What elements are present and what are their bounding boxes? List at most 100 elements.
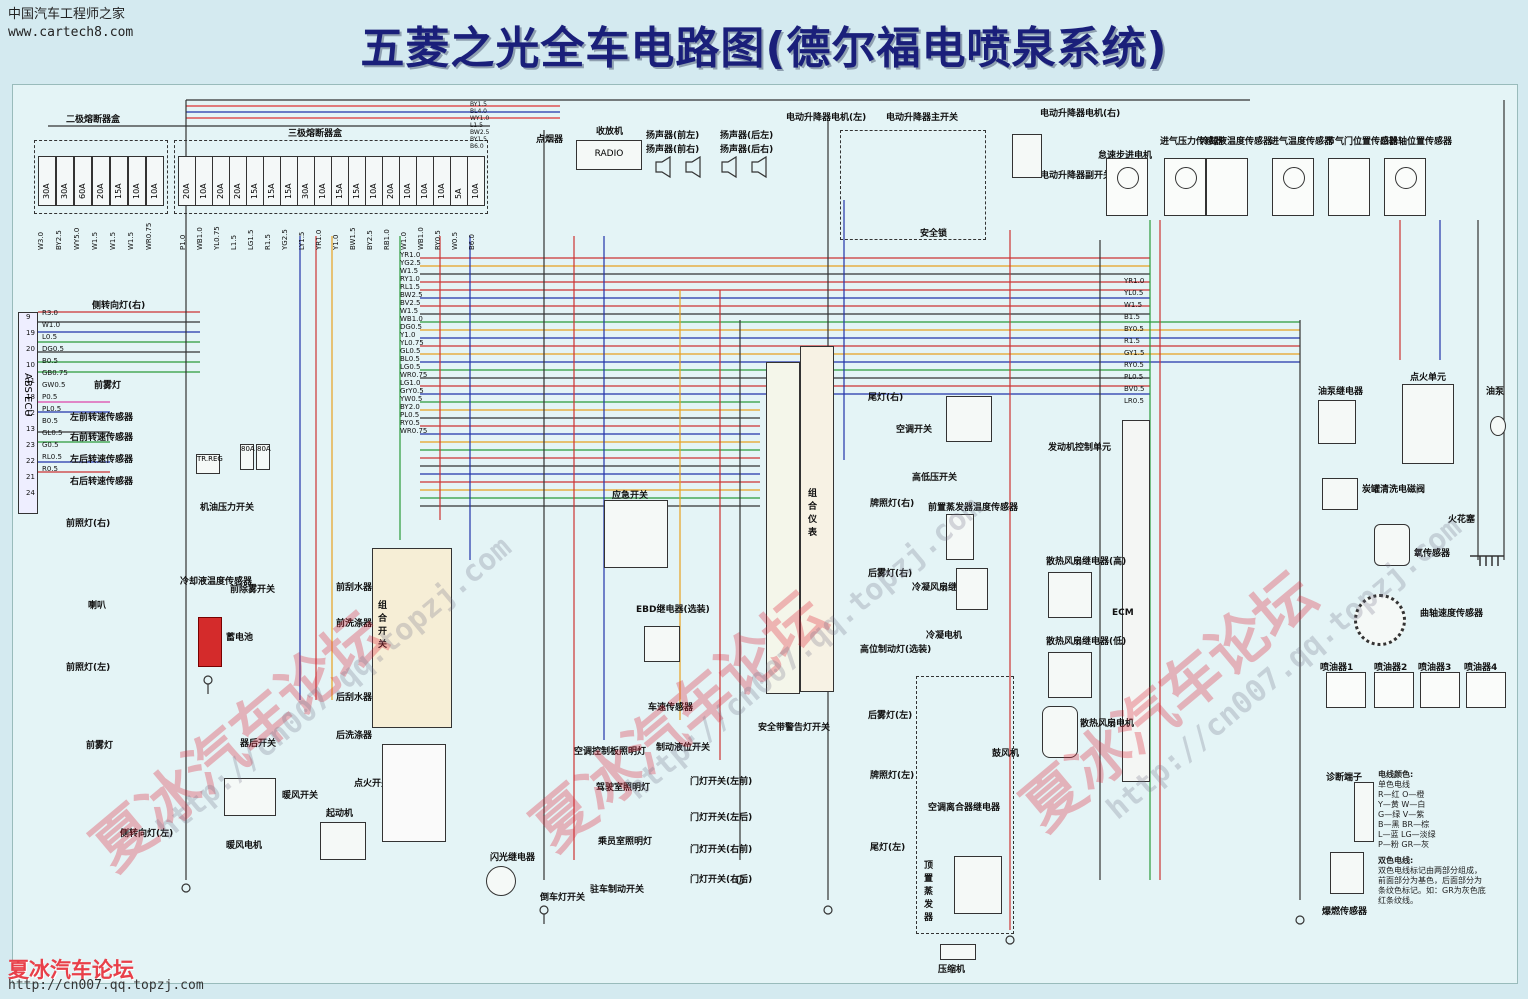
condenser-fan-relay [956,568,988,610]
fuse-rating: 5A [454,188,463,199]
fuse-rating: 60A [78,183,87,199]
fuse-rating: 10A [369,183,378,199]
abs-wire-label: L0.5 [42,333,58,341]
fuse-wire-label: RY0.5 [434,230,442,250]
fuse-wire-label: Y1.0 [332,234,340,250]
fuse-rating: 20A [386,183,395,199]
fuse: 10A [467,156,485,206]
speaker-fr-label: 扬声器(前右) [646,145,700,155]
safety-lock-label: 安全锁 [920,229,948,239]
fuse-wire-label: LG1.5 [247,229,255,250]
map-sensor-label: 进气压力传感器 [1160,137,1224,147]
emergency-switch-label: 应急开关 [612,491,649,501]
harness-wire-label: BL0.5 [400,355,420,363]
abs-ecu: ABS·ECU [18,312,38,514]
ebd-relay-label: EBD继电器(选装) [636,605,710,615]
side-turn-right-label: 侧转向灯(右) [92,301,146,311]
fuse-80a-1: 80A [240,444,255,470]
abs-wire-label: W1.0 [42,321,61,329]
window-sub-switch [1012,134,1042,178]
speaker-icon [751,156,767,179]
abs-ecu-label: ABS·ECU [22,373,33,417]
knock-sensor [1330,852,1364,894]
tps-sensor-label: 节气门位置传感器 [1326,137,1399,147]
knock-sensor-label: 爆燃传感器 [1322,907,1368,917]
ignition-unit-label: 点火单元 [1410,373,1447,383]
speaker-icon [655,156,671,179]
front-defog-label: 前除雾开关 [230,585,276,595]
fuel-pump [1490,416,1506,436]
harness-wire-label: RL1.5 [400,283,420,291]
ecu-wire-label: YL0.5 [1124,289,1144,297]
abs-wire-label: DG0.5 [42,345,64,353]
fuse-rating: 30A [301,183,310,199]
fuse: 10A [365,156,383,206]
top-wire-label: BY1.5 [470,136,487,143]
battery [198,617,222,667]
evaporator-label: 顶置蒸发器 [924,861,934,923]
horn-label: 喇叭 [88,601,107,611]
fuse-wire-label: BY2.5 [55,230,63,250]
driver-light-label: 驾驶室照明灯 [596,783,651,793]
map-sensor [1164,158,1206,216]
fuse-rating: 10A [403,183,412,199]
fuse-wire-label: WB1.0 [196,227,204,250]
window-motor-left-label: 电动升降器电机(左) [786,113,867,123]
fuse-rating: 10A [150,183,159,199]
ecu-wire-label: PL0.5 [1124,373,1144,381]
cargo-light-label: 乘员室照明灯 [598,837,653,847]
rear-defog-label: 器后开关 [240,739,277,749]
fuse: 10A [433,156,451,206]
fuse-wire-label: WB1.0 [417,227,425,250]
battery-label: 蓄电池 [226,633,254,643]
harness-wire-label: YL0.75 [400,339,424,347]
harness-wire-label: WR0.75 [400,427,428,435]
thermistor-icon [1283,167,1305,189]
ac-panel-light-label: 空调控制板照明灯 [574,747,647,757]
front-wiper-label: 前刮水器 [336,583,373,593]
top-wire-label: BY1.5 [470,101,487,108]
brake-fluid-label: 制动液位开关 [656,743,711,753]
legend-row: R—红 O—橙 [1378,790,1425,799]
condenser-motor-label: 冷凝电机 [926,631,963,641]
injector-4-label: 喷油器4 [1464,663,1498,673]
instrument-cluster [800,346,834,692]
fan-relay-low-label: 散热风扇继电器(低) [1046,637,1127,647]
harness-wire-label: BY2.0 [400,403,420,411]
abs-wire-label: GL0.5 [42,429,63,437]
ac-clutch-relay-label: 空调离合器继电器 [928,803,1001,813]
compressor-label: 压缩机 [938,965,966,975]
fuse: 20A [382,156,400,206]
coil-icon [1117,167,1139,189]
coolant-sensor-label: 冷却液温度传感器 [1200,137,1273,147]
fuse-wire-label: L1.5 [230,234,238,250]
flasher-relay-label: 闪光继电器 [490,853,536,863]
iat-sensor-label: 进气温度传感器 [1270,137,1334,147]
abs-pin-number: 22 [26,457,35,465]
spark-plug-label: 火花塞 [1448,515,1476,525]
top-wire-label: BL4.0 [470,108,488,115]
fuse-wire-label: W1.0 [400,231,408,250]
idle-stepper-label: 怠速步进电机 [1098,151,1153,161]
fuel-pump-relay-label: 油泵继电器 [1318,387,1364,397]
ebd-relay [644,626,680,662]
abs-pin-number: 12 [26,409,35,417]
injector-2 [1374,672,1414,708]
fuse-wire-label: RB1.0 [383,229,391,250]
abs-wire-label: GW0.5 [42,381,66,389]
rear-washer-label: 后洗涤器 [336,731,373,741]
fuse: 30A [38,156,56,206]
o2-sensor-label: 氧传感器 [1414,549,1451,559]
harness-wire-label: LG0.5 [400,363,421,371]
fan-relay-low [1048,652,1092,698]
fan-relay-high-label: 散热风扇继电器(高) [1046,557,1127,567]
injector-2-label: 喷油器2 [1374,663,1408,673]
fuse-wire-label: R1.5 [264,234,272,250]
rear-fog-left-label: 后雾灯(左) [868,711,913,721]
engine-ecu-label: 发动机控制单元 [1048,443,1112,453]
door-switch-rr-label: 门灯开关(右后) [690,875,753,885]
engine-ecu [1122,420,1150,782]
injector-4 [1466,672,1506,708]
ecu-wire-label: GY1.5 [1124,349,1145,357]
ecu-wire-label: RY0.5 [1124,361,1144,369]
